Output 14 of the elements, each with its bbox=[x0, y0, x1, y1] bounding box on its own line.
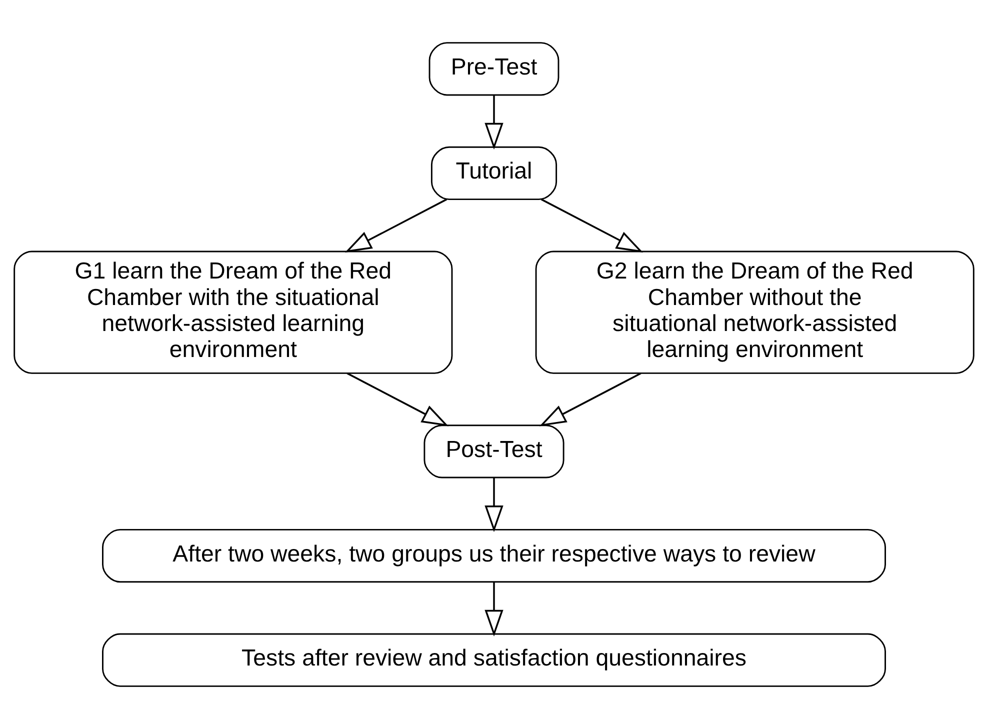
arrow bbox=[540, 198, 644, 252]
arrow bbox=[484, 582, 504, 636]
node-box: Tests after review and satisfaction questionnaires bbox=[102, 632, 886, 686]
node-box: After two weeks, two groups us their respective ways to review bbox=[102, 528, 886, 582]
node-box: G2 learn the Dream of the Red Chamber without the situational network-assisted learning environment bbox=[535, 250, 974, 374]
node-box: Tutorial bbox=[430, 146, 558, 200]
arrow bbox=[484, 94, 504, 150]
arrow bbox=[344, 198, 448, 252]
arrow bbox=[346, 372, 449, 426]
node-box: Pre-Test bbox=[428, 42, 560, 96]
node-box: Post-Test bbox=[424, 424, 564, 478]
arrow bbox=[484, 477, 504, 532]
arrow bbox=[539, 372, 642, 426]
node-box: G1 learn the Dream of the Red Chamber with the situational network-assisted learning environment bbox=[14, 250, 453, 374]
